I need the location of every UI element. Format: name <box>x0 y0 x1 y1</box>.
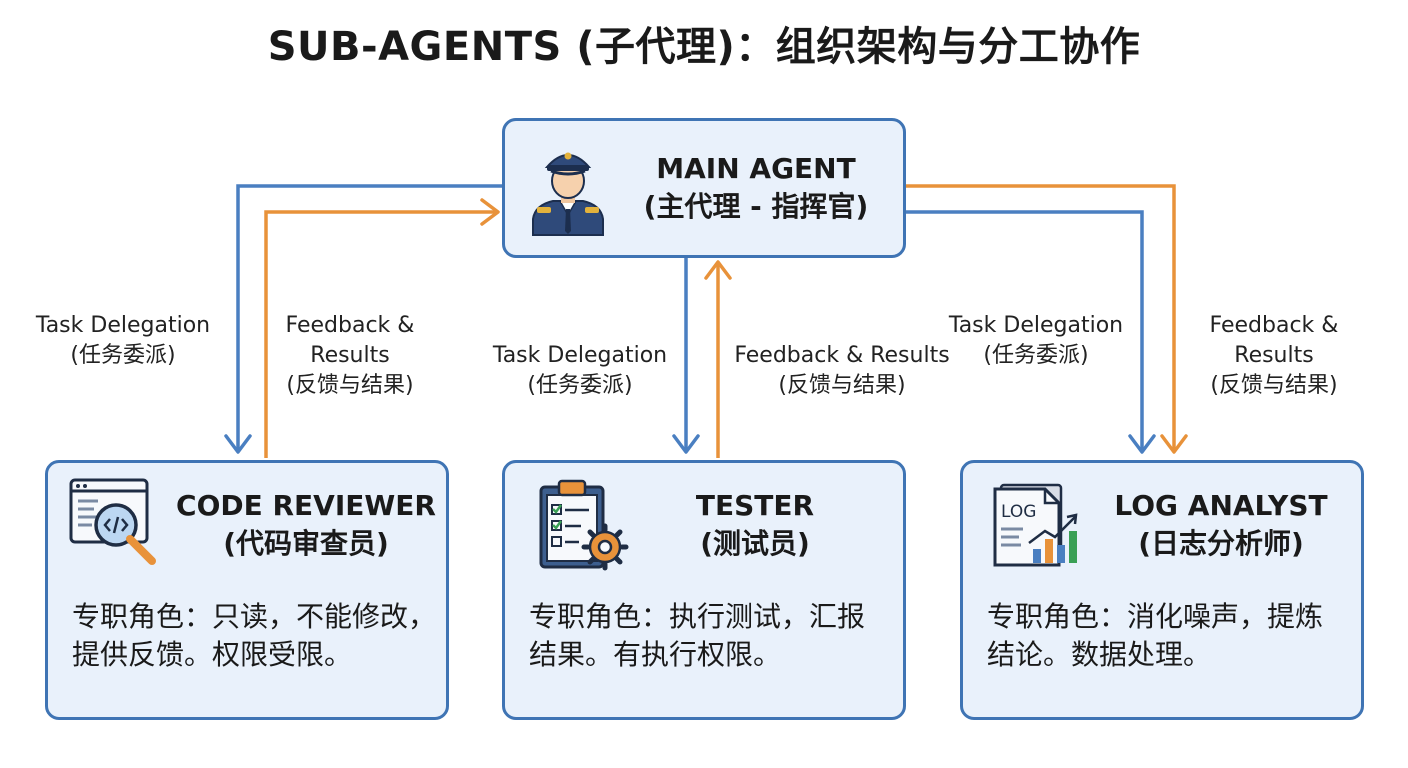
arrowhead-delegation-log-analyst <box>1128 434 1156 454</box>
code-reviewer-description: 专职角色：只读，不能修改， 提供反馈。权限受限。 <box>72 600 437 671</box>
main-agent-title-zh: (主代理 - 指挥官) <box>643 190 869 223</box>
code-reviewer-title-zh: (代码审查员) <box>223 527 389 560</box>
code-reviewer-box: CODE REVIEWER (代码审查员) 专职角色：只读，不能修改， 提供反馈… <box>45 460 449 720</box>
tester-title-en: TESTER <box>695 489 815 522</box>
arrowhead-feedback-log-analyst <box>1160 434 1188 454</box>
arrowhead-delegation-code-reviewer <box>224 434 252 454</box>
arrowhead-feedback-tester <box>704 260 732 280</box>
log-analyst-title-en: LOG ANALYST <box>1114 489 1328 522</box>
clipboard-gear-icon <box>539 479 629 571</box>
tester-description: 专职角色：执行测试，汇报 结果。有执行权限。 <box>529 600 866 671</box>
delegation-arrow-log-analyst <box>906 210 1144 450</box>
log-chart-icon: LOG <box>993 483 1078 567</box>
code-review-magnifier-icon <box>69 478 156 565</box>
delegation-arrow-code-reviewer <box>236 184 502 450</box>
feedback-arrow-code-reviewer <box>264 210 496 458</box>
officer-icon <box>532 152 604 236</box>
code-reviewer-title-en: CODE REVIEWER <box>176 489 436 522</box>
tester-title-zh: (测试员) <box>700 527 810 560</box>
main-agent-box: MAIN AGENT (主代理 - 指挥官) <box>502 118 906 258</box>
label-left-feedback: Feedback & Results (反馈与结果) <box>285 313 415 398</box>
main-agent-title: MAIN AGENT (主代理 - 指挥官) <box>609 150 903 226</box>
tester-title: TESTER (测试员) <box>635 487 875 563</box>
label-left-delegation: Task Delegation (任务委派) <box>35 313 211 368</box>
feedback-arrow-log-analyst <box>906 184 1176 450</box>
log-analyst-title-zh: (日志分析师) <box>1138 527 1304 560</box>
code-reviewer-title: CODE REVIEWER (代码审查员) <box>166 487 446 563</box>
diagram-title: SUB-AGENTS (子代理)：组织架构与分工协作 <box>267 24 1141 70</box>
label-center-delegation: Task Delegation (任务委派) <box>492 343 668 398</box>
arrowhead-feedback-code-reviewer <box>480 198 500 226</box>
main-agent-title-en: MAIN AGENT <box>656 152 856 185</box>
label-right-feedback: Feedback & Results (反馈与结果) <box>1209 313 1339 398</box>
log-analyst-title: LOG ANALYST (日志分析师) <box>1083 487 1359 563</box>
label-center-feedback: Feedback & Results (反馈与结果) <box>734 343 950 398</box>
log-analyst-description: 专职角色：消化噪声，提炼 结论。数据处理。 <box>987 600 1324 671</box>
log-analyst-box: LOG LOG ANALYST (日志分析师) 专职角色：消化噪声，提炼 结论。… <box>960 460 1364 720</box>
label-right-delegation: Task Delegation (任务委派) <box>948 313 1124 368</box>
tester-box: TESTER (测试员) 专职角色：执行测试，汇报 结果。有执行权限。 <box>502 460 906 720</box>
svg-text:LOG: LOG <box>1001 502 1036 522</box>
arrowhead-delegation-tester <box>672 434 700 454</box>
